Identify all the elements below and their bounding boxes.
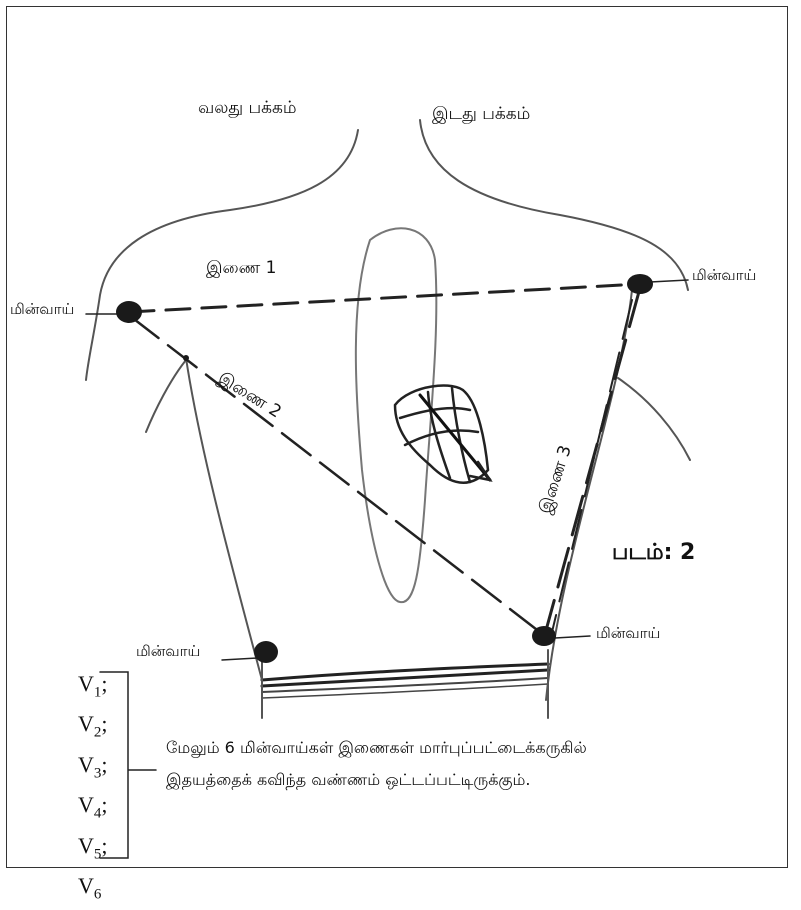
torso-outline-right (86, 130, 358, 380)
electrode-left-arm-label: மின்வாய் (692, 266, 756, 286)
note-line-1: மேலும் 6 மின்வாய்கள் இணைகள் மார்புப்பட்ட… (166, 738, 587, 759)
electrode-right-arm (116, 301, 142, 323)
arm-outline-right (146, 360, 186, 432)
chest-lead-item: V3; (78, 749, 108, 789)
chest-lead-bracket (100, 672, 156, 858)
electrode-right-arm-label: மின்வாய் (10, 300, 74, 320)
chest-lead-list: V1; V2; V3; V4; V5; V6 (78, 668, 108, 910)
electrode-left-leg-label: மின்வாய் (596, 624, 660, 644)
electrode-left-leg (532, 626, 556, 646)
chest-lead-item: V6 (78, 870, 108, 910)
lead1-label: இணை 1 (206, 258, 276, 280)
chest-lead-item: V5; (78, 830, 108, 870)
chest-lead-item: V4; (78, 789, 108, 829)
left-side-label: இடது பக்கம் (432, 104, 530, 126)
right-side-label: வலது பக்கம் (198, 98, 297, 120)
heart-sketch (395, 386, 490, 483)
chest-lead-item: V2; (78, 708, 108, 748)
lead1-line (130, 284, 640, 312)
torso-outline-left (420, 120, 688, 290)
electrode-left-arm (627, 274, 653, 294)
arm-outline-left (618, 378, 690, 460)
figure-caption: படம்: 2 (612, 540, 695, 568)
note-line-2: இதயத்தைக் கவிந்த வண்ணம் ஒட்டப்பட்டிருக்க… (166, 770, 531, 791)
chest-lead-item: V1; (78, 668, 108, 708)
electrode-right-leg-label: மின்வாய் (136, 642, 200, 662)
electrode-right-leg (254, 641, 278, 663)
